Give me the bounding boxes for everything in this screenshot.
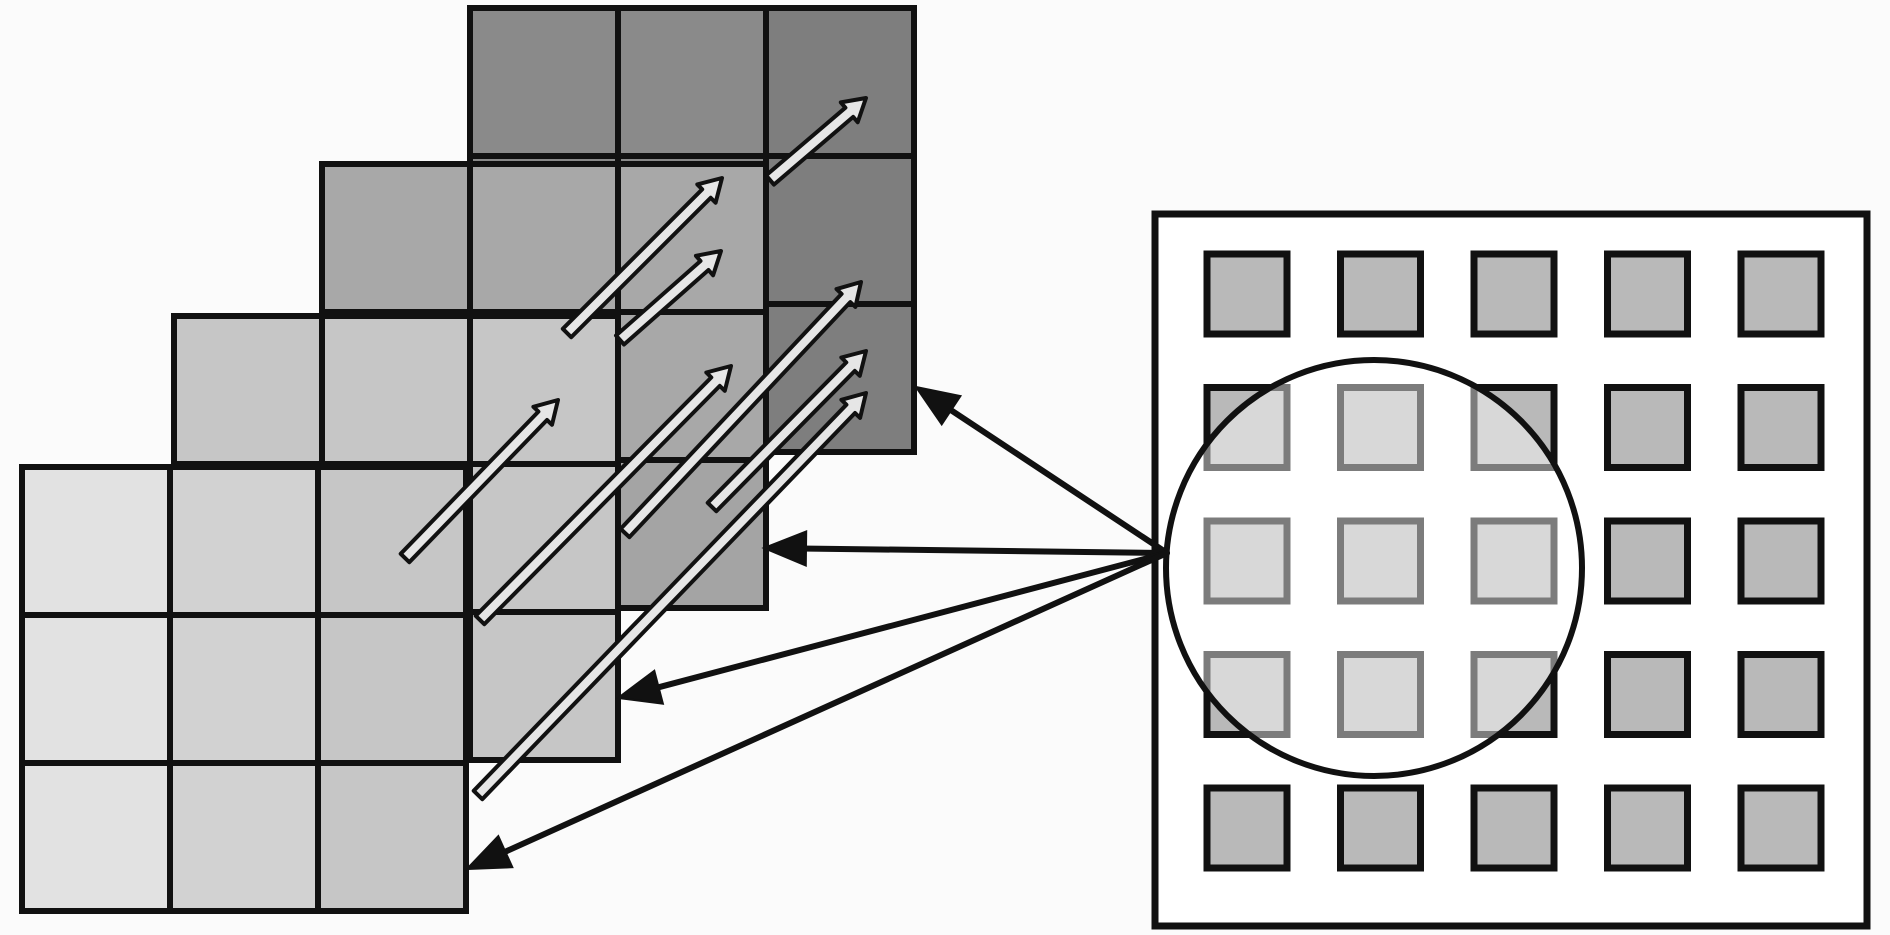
kernel-square [1203, 784, 1291, 872]
layer-3-cell [615, 309, 769, 463]
depth-arrow [473, 364, 733, 627]
depth-arrow [560, 176, 724, 340]
layer-1-cell [315, 612, 469, 766]
layer-1 [19, 464, 469, 914]
kernel-square [1604, 651, 1691, 738]
layer-2-cell [319, 313, 473, 467]
depth-arrow [618, 280, 863, 540]
kernel-square [1337, 784, 1424, 872]
kernel-square [1203, 250, 1291, 338]
kernel-square [1470, 784, 1558, 872]
depth-arrow [398, 398, 560, 565]
receptive-field-circle [1163, 357, 1585, 779]
layer-1-cell [315, 760, 469, 914]
kernel-square [1604, 784, 1691, 872]
kernel-square [1337, 384, 1424, 471]
kernel-square [1470, 250, 1558, 338]
layer-3-cell [467, 161, 621, 315]
kernel-square [1737, 384, 1825, 471]
layer-4-cell [615, 5, 769, 159]
depth-arrow [764, 96, 868, 187]
kernel-square [1737, 517, 1825, 605]
mapping-arrow [464, 550, 1170, 871]
layer-4-cell [467, 5, 621, 159]
layer-4-cell [763, 153, 917, 307]
layer-1-cell [167, 464, 321, 618]
kernel-square [1737, 784, 1825, 872]
feature-map-layers [19, 5, 917, 914]
layer-1-cell [167, 760, 321, 914]
kernel-square [1337, 517, 1424, 605]
layer-1-cell [19, 464, 173, 618]
kernel-square [1604, 384, 1691, 471]
layer-1-cell [19, 612, 173, 766]
depth-arrows [398, 96, 868, 802]
kernel-square [1604, 250, 1691, 338]
mapping-arrow [761, 530, 1170, 567]
mapping-arrow [615, 550, 1170, 705]
layer-4-cell [763, 5, 917, 159]
kernel-square [1604, 517, 1691, 605]
kernel-square [1337, 250, 1424, 338]
depth-arrow [705, 349, 868, 514]
kernel-square [1203, 517, 1291, 605]
layer-2-cell [171, 313, 325, 467]
layer-1-cell [315, 464, 469, 618]
kernel-square [1737, 250, 1825, 338]
depth-arrow [614, 249, 723, 347]
kernel-square [1470, 517, 1558, 605]
depth-arrow [471, 391, 868, 802]
kernel-square [1337, 651, 1424, 738]
mapping-arrow [913, 385, 1170, 556]
kernel-square [1470, 384, 1558, 471]
kernel-square [1737, 651, 1825, 738]
layer-1-cell [167, 612, 321, 766]
kernel-panel [1151, 210, 1871, 930]
layer-2-cell [467, 313, 621, 467]
mapping-arrows [464, 385, 1170, 871]
layer-3-cell [319, 161, 473, 315]
layer-3-cell [615, 161, 769, 315]
layer-1-cell [19, 760, 173, 914]
layer-2-cell [467, 461, 621, 615]
